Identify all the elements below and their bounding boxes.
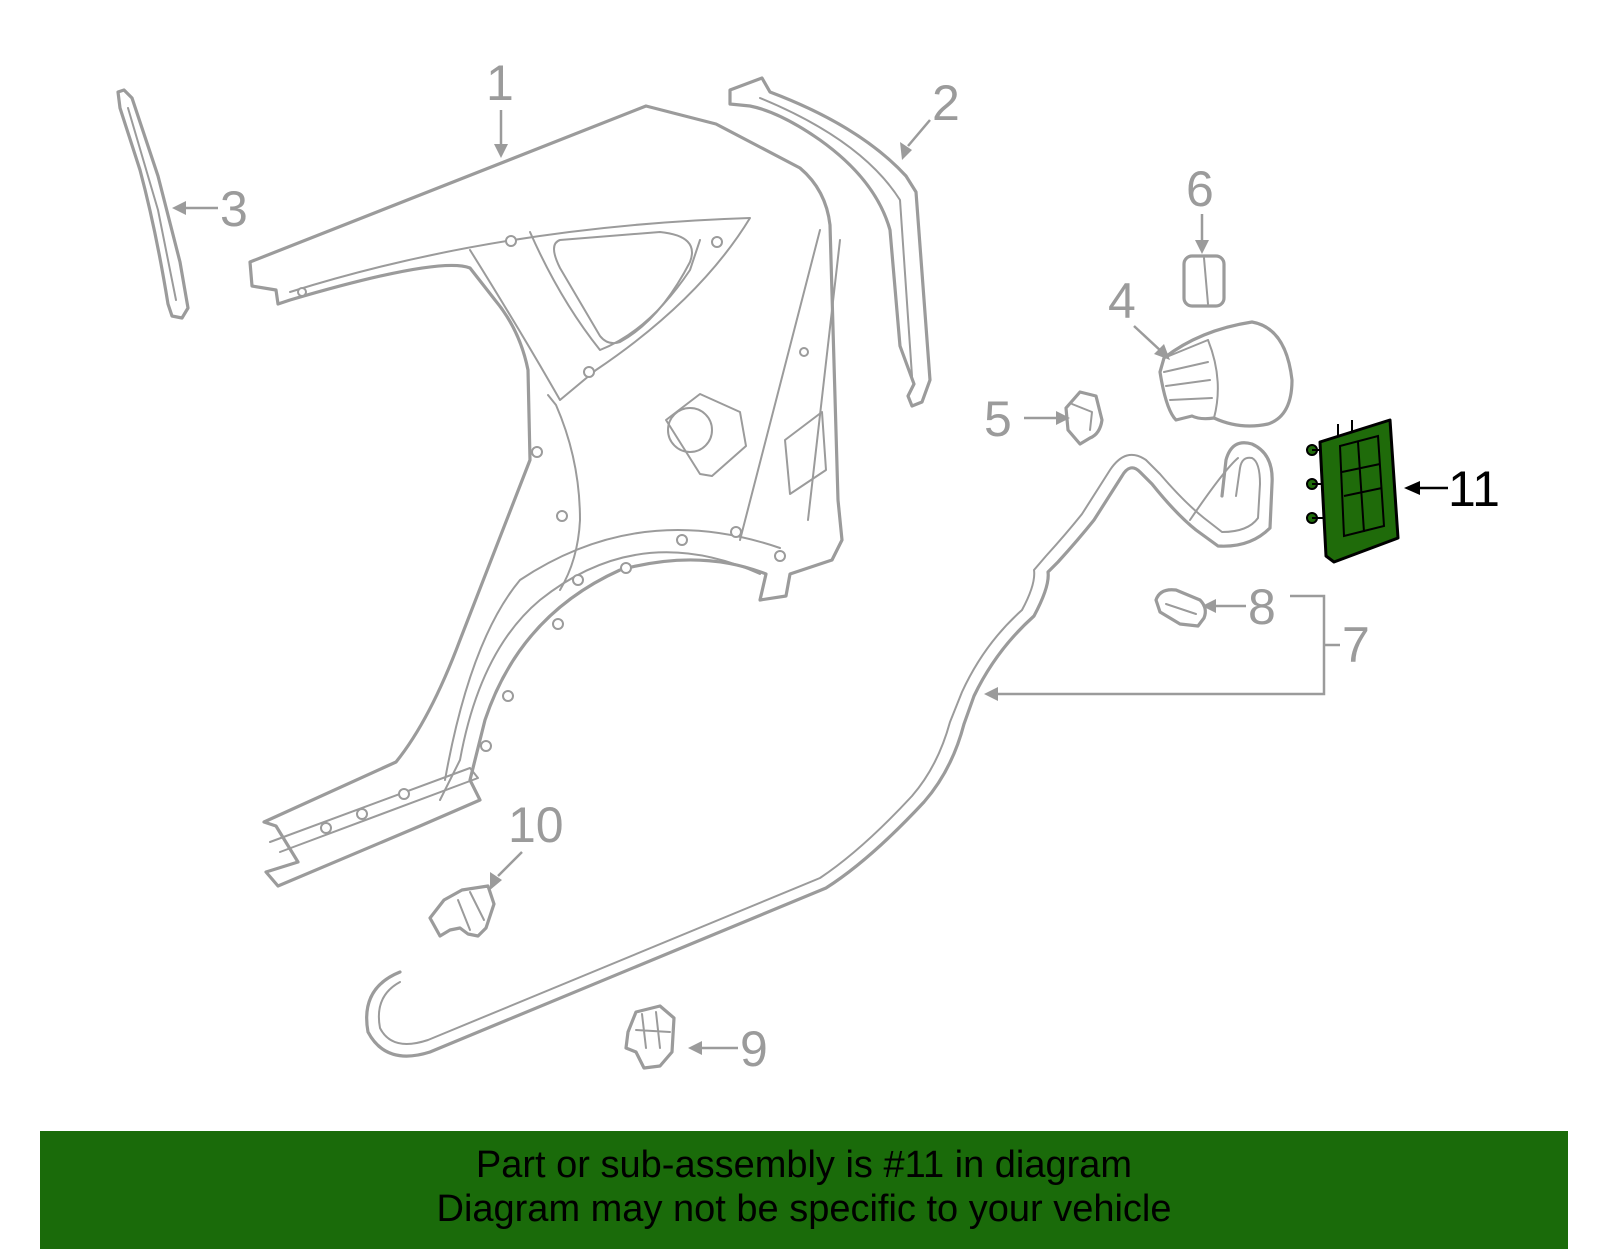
part-4-filler-housing[interactable] (1158, 320, 1294, 428)
part-7-release-cable[interactable] (365, 441, 1274, 1058)
part-8-holder[interactable] (1154, 588, 1207, 628)
callout-8: 8 (1248, 579, 1276, 635)
leader-9 (688, 1041, 738, 1055)
leader-2 (900, 119, 931, 160)
part-2-upper-rail[interactable] (728, 76, 932, 408)
callout-11: 11 (1448, 461, 1500, 517)
leader-6 (1195, 214, 1209, 254)
callout-4: 4 (1108, 273, 1136, 329)
leader-1 (494, 110, 508, 158)
callout-7: 7 (1342, 617, 1370, 673)
callout-3: 3 (220, 181, 248, 237)
callout-1: 1 (486, 55, 514, 111)
callout-2: 2 (932, 75, 960, 131)
part-1-quarter-panel[interactable] (248, 104, 844, 888)
part-9-clip[interactable] (624, 1004, 676, 1070)
callout-9: 9 (740, 1021, 768, 1077)
part-3-pillar-molding[interactable] (116, 88, 190, 320)
callout-6: 6 (1186, 161, 1214, 217)
banner-line-2: Diagram may not be specific to your vehi… (436, 1188, 1172, 1230)
leader-10 (490, 851, 523, 890)
banner-line-1: Part or sub-assembly is #11 in diagram (475, 1144, 1133, 1186)
leader-4 (1133, 325, 1170, 360)
part-6-cap[interactable] (1182, 254, 1226, 308)
part-11-highlighted[interactable] (1306, 418, 1400, 564)
part-5-clip[interactable] (1064, 390, 1104, 446)
leader-3 (172, 201, 218, 215)
leader-7 (984, 594, 1340, 701)
leader-8 (1202, 599, 1246, 613)
callout-5: 5 (984, 391, 1012, 447)
leader-11 (1404, 481, 1448, 495)
part-10-clip[interactable] (428, 884, 496, 938)
parts-diagram: 1 2 3 4 5 6 7 8 9 10 11 (116, 55, 1500, 1077)
leader-5 (1024, 411, 1070, 425)
info-banner: Part or sub-assembly is #11 in diagram D… (40, 1131, 1568, 1249)
callout-10: 10 (508, 797, 564, 853)
